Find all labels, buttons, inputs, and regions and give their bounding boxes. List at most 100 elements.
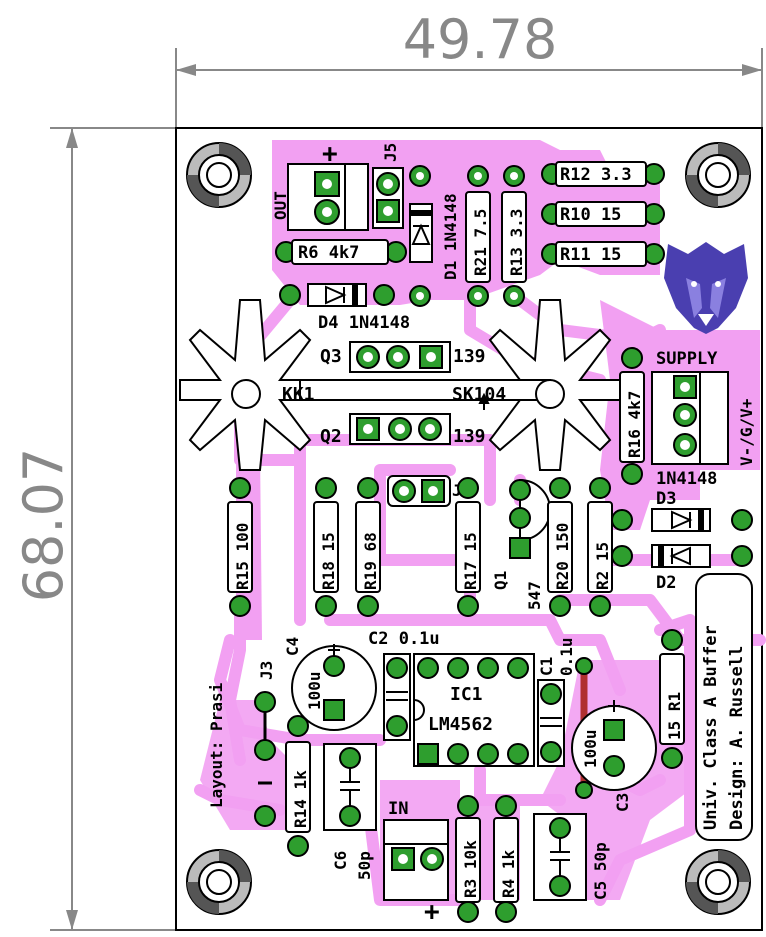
connector-supply — [651, 371, 729, 465]
r20-label: R20 150 — [553, 523, 572, 590]
r17-label: R17 15 — [461, 532, 480, 590]
title-box — [695, 573, 753, 841]
height-label: 68.07 — [12, 448, 75, 603]
title-line2: Design: A. Russell — [727, 646, 747, 830]
resistor-r1 — [659, 629, 685, 769]
capacitor-c5 — [533, 813, 587, 901]
diode-d4 — [279, 283, 395, 307]
c4-value: 100u — [305, 671, 324, 710]
resistor-r18 — [313, 477, 339, 617]
heatsink-kk1 — [179, 299, 621, 471]
resistor-r13 — [501, 165, 527, 307]
resistor-r19 — [355, 477, 381, 617]
capacitor-c3 — [571, 700, 657, 791]
r14-label: R14 1k — [291, 770, 310, 828]
mounting-hole-top-left — [186, 142, 252, 208]
diode-d3 — [611, 508, 753, 532]
c3-value: 100u — [581, 729, 600, 768]
width-label: 49.78 — [403, 8, 558, 71]
connector-out — [287, 163, 369, 231]
ic1-type: LM4562 — [428, 714, 493, 735]
c1-label: C1 — [537, 657, 556, 676]
connector-j5 — [372, 167, 404, 229]
mounting-hole-bottom-right — [685, 849, 751, 915]
diode-d2 — [611, 544, 753, 568]
d4-label: D4 1N4148 — [318, 313, 410, 333]
transistor-q1 — [509, 478, 551, 559]
resistor-r12 — [541, 161, 665, 187]
resistor-r15 — [227, 477, 253, 617]
ic1-label: IC1 — [450, 684, 483, 705]
c5-label: C5 50p — [591, 842, 610, 900]
resistor-r20 — [547, 477, 573, 617]
capacitor-c1 — [537, 679, 565, 767]
r10-label: R10 15 — [560, 205, 621, 225]
mounting-hole-top-right — [685, 142, 751, 208]
in-label: IN — [388, 799, 408, 819]
sk104-label: SK104 — [452, 384, 506, 405]
ic-ic1 — [413, 653, 535, 767]
diode-d1 — [409, 165, 433, 307]
c4-label: C4 — [283, 637, 302, 656]
lion-logo — [664, 242, 748, 334]
r3-label: R3 10k — [461, 840, 480, 898]
d1-label: D1 1N4148 — [441, 193, 460, 280]
q3-type: 139 — [453, 346, 486, 367]
r15-label: R15 100 — [233, 523, 252, 590]
c6-label: C6 — [331, 851, 350, 870]
mounting-hole-bottom-left — [186, 849, 252, 915]
r13-label: R13 3.3 — [507, 209, 526, 276]
r1-label: 15 R1 — [665, 692, 684, 740]
transistor-q2 — [349, 413, 451, 445]
supply-pins: V-/G/V+ — [737, 398, 756, 466]
layout-label: Layout: Prasi — [207, 682, 226, 808]
resistor-r3 — [455, 795, 481, 923]
c3-label: C3 — [613, 793, 632, 812]
r19-label: R19 68 — [361, 532, 380, 590]
dimension-width: 49.78 — [175, 8, 763, 128]
r2-label: R2 15 — [593, 542, 612, 590]
resistor-r16 — [619, 347, 645, 485]
supply-label: SUPPLY — [656, 349, 718, 369]
d3-label: D3 — [656, 489, 676, 509]
r16-label: R16 4k7 — [625, 391, 644, 458]
resistor-r11 — [541, 241, 665, 267]
resistor-r10 — [541, 201, 665, 227]
r18-label: R18 15 — [319, 532, 338, 590]
c1-value: 0.1u — [557, 637, 576, 676]
c6-value: 50p — [355, 851, 374, 880]
connector-j3 — [254, 691, 276, 827]
resistor-r6 — [275, 239, 407, 265]
capacitor-c4 — [291, 644, 377, 731]
r12-label: R12 3.3 — [560, 165, 632, 185]
resistor-r21 — [465, 165, 491, 307]
out-plus: + — [322, 139, 338, 169]
q2-label: Q2 — [320, 426, 342, 447]
resistor-r14 — [285, 715, 311, 857]
q1-label: Q1 — [491, 571, 510, 590]
q3-label: Q3 — [320, 346, 342, 367]
j3-label: J3 — [257, 661, 276, 680]
d2-label: D2 — [656, 573, 676, 593]
transistor-q3 — [349, 341, 451, 373]
dimension-height: 68.07 — [12, 127, 176, 931]
in-plus: + — [424, 897, 440, 927]
resistor-r17 — [455, 477, 481, 617]
resistor-r2 — [587, 477, 613, 617]
r4-label: R4 1k — [499, 849, 518, 898]
out-label: OUT — [271, 191, 290, 220]
q2-type: 139 — [453, 426, 486, 447]
capacitor-c2 — [383, 653, 411, 741]
connector-j4 — [387, 475, 451, 507]
kk1-label: KK1 — [282, 384, 315, 405]
resistor-r4 — [493, 795, 519, 923]
connector-in — [383, 819, 449, 901]
title-line1: Univ. Class A Buffer — [701, 625, 721, 830]
mounting-holes — [186, 142, 751, 915]
j5-label: J5 — [381, 143, 400, 162]
c2-label: C2 0.1u — [368, 629, 440, 649]
r11-label: R11 15 — [560, 245, 621, 265]
r6-label: R6 4k7 — [298, 243, 359, 263]
r21-label: R21 7.5 — [471, 209, 490, 276]
